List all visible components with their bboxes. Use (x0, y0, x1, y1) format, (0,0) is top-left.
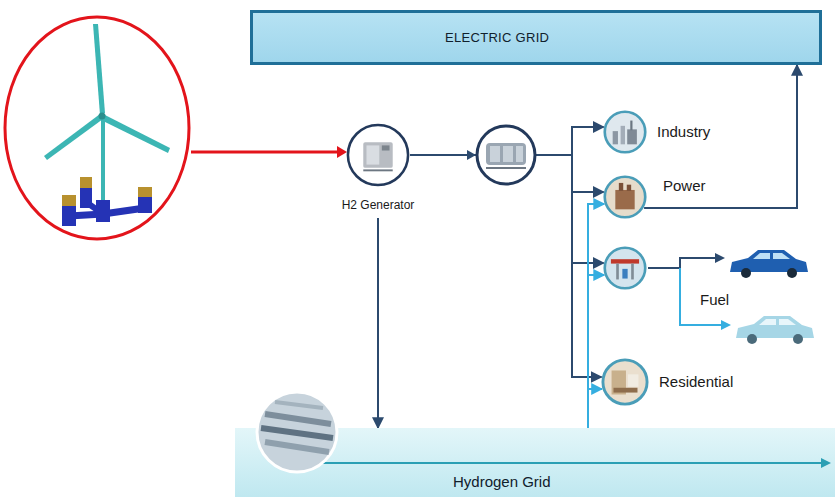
node-label: Residential (659, 373, 733, 390)
label-holder: Fuel (700, 291, 729, 309)
node-label: Hydrogen Grid (453, 473, 551, 490)
wind-turbine (5, 17, 189, 239)
flow-connector (410, 155, 602, 377)
node-icon (603, 110, 647, 154)
flow-connector (588, 389, 602, 428)
car-arrows (648, 253, 731, 330)
power-arrow (191, 146, 347, 158)
car-icon (730, 250, 808, 278)
label-holder: Residential (659, 373, 733, 391)
consumer-circle: Industry (603, 110, 647, 154)
flow-connector (588, 275, 604, 428)
consumer-circle: Residential (601, 358, 649, 406)
node-label: ELECTRIC GRID (445, 30, 549, 45)
node-icon (601, 358, 649, 406)
generator-circle: H2 Generator (346, 123, 410, 187)
node-label: Power (663, 177, 706, 194)
node-icon (603, 246, 647, 290)
label-holder: H2 Generator (342, 195, 415, 213)
label-holder: Industry (657, 123, 710, 141)
consumer-circle: Power (603, 175, 647, 219)
flow-connector (588, 204, 604, 428)
storage-icon (467, 126, 535, 184)
node-label: Industry (657, 123, 710, 140)
label-holder: Power (663, 177, 706, 195)
flow-connector (644, 65, 797, 208)
node-label: H2 Generator (342, 198, 415, 212)
flow-connector (377, 218, 379, 428)
node-label: Fuel (700, 291, 729, 308)
hydrogen-grid-band: Hydrogen Grid (235, 428, 835, 497)
consumer-circle: Fuel (603, 246, 647, 290)
car-icon (736, 316, 814, 344)
node-icon (346, 123, 410, 187)
node-icon (603, 175, 647, 219)
electric-grid-band: ELECTRIC GRID (250, 10, 822, 65)
